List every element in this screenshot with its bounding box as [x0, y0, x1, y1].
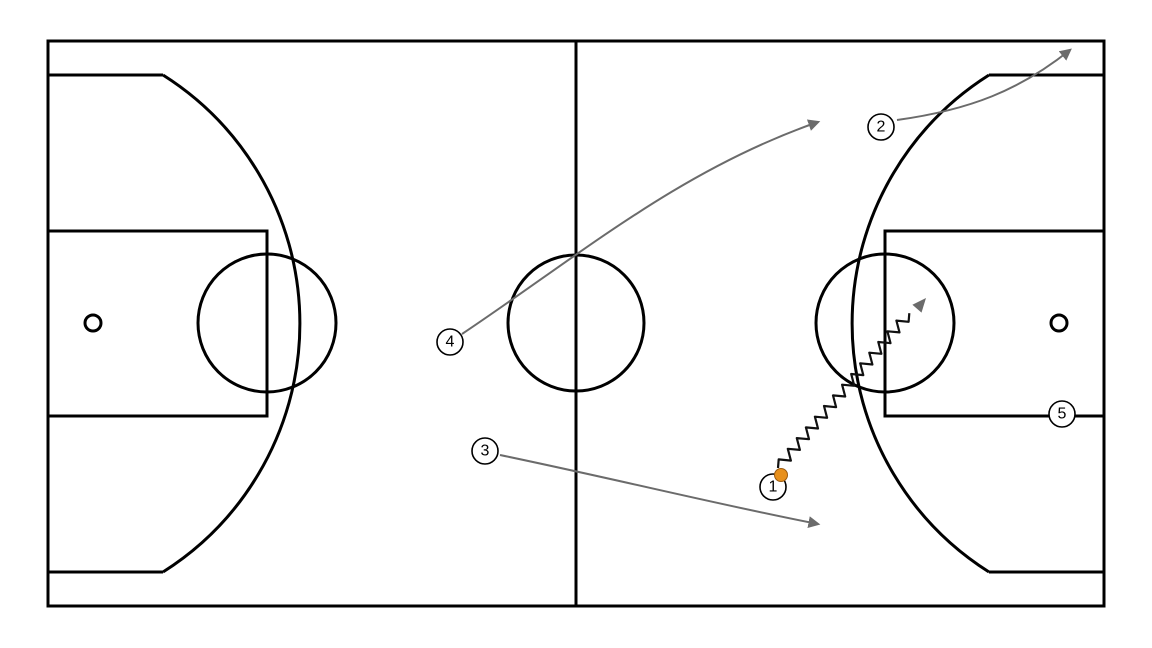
player-5: 5	[1048, 400, 1076, 428]
player-4-label: 4	[446, 334, 455, 351]
players: 4 2 3 5 1	[436, 113, 1076, 501]
player-1: 1	[759, 468, 788, 501]
right-key	[883, 229, 1106, 418]
player-2-marker	[867, 113, 895, 141]
player-5-marker	[1048, 400, 1076, 428]
dribble-arrow-player-1	[776, 313, 911, 469]
cut-arrow-player-4	[461, 119, 821, 335]
left-key	[46, 229, 269, 418]
right-half-court	[814, 73, 1106, 574]
cut-arrow-player-3	[499, 454, 821, 529]
player-4: 4	[436, 328, 464, 356]
player-3-label: 3	[481, 443, 490, 460]
left-half-court	[46, 73, 338, 574]
left-three-point-arc	[162, 73, 302, 574]
player-2-label: 2	[877, 119, 886, 136]
court	[46, 39, 1106, 608]
movements	[461, 48, 1072, 529]
right-free-throw-circle	[814, 252, 956, 394]
left-basket-rim	[83, 313, 103, 333]
left-free-throw-circle	[196, 252, 338, 394]
player-3: 3	[471, 437, 499, 465]
right-three-point-arc	[850, 73, 990, 574]
basketball-icon	[774, 468, 788, 482]
player-1-label: 1	[769, 479, 778, 496]
dribble-arrowhead	[912, 298, 926, 313]
player-2: 2	[867, 113, 895, 141]
player-4-marker	[436, 328, 464, 356]
player-5-label: 5	[1058, 406, 1067, 423]
cut-arrow-player-2	[896, 48, 1072, 121]
player-3-marker	[471, 437, 499, 465]
right-basket-rim	[1049, 313, 1069, 333]
